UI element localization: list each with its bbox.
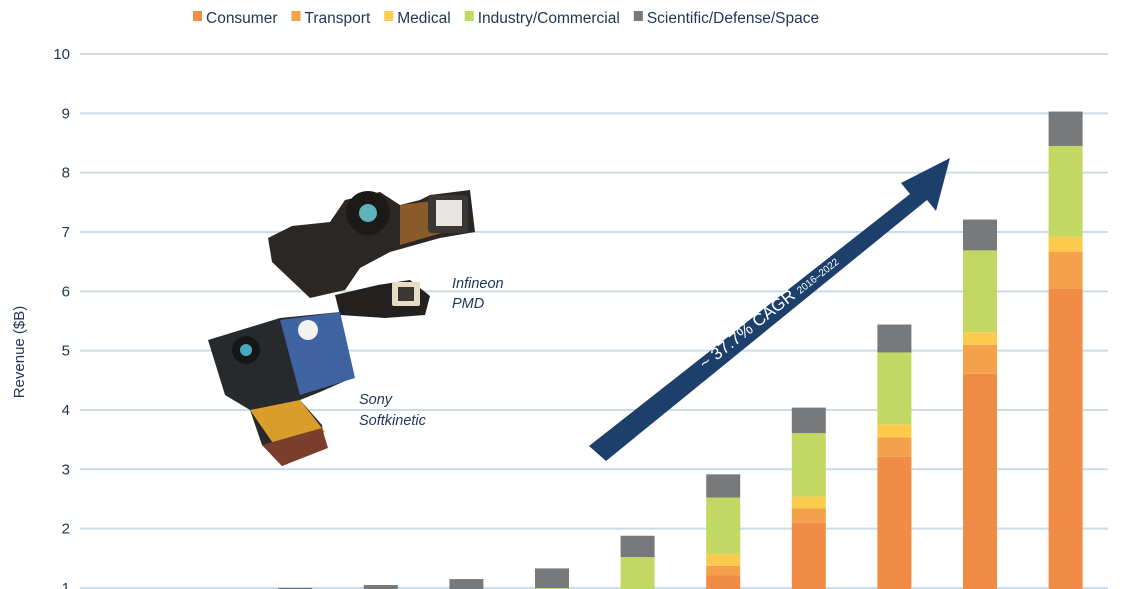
y-tick-label: 6 bbox=[62, 283, 70, 300]
bar-medical bbox=[877, 424, 912, 438]
legend-label: Scientific/Defense/Space bbox=[647, 10, 819, 27]
bars bbox=[278, 111, 1083, 589]
bar-scientific-defense-space bbox=[706, 474, 741, 498]
bar-industry-commercial bbox=[877, 352, 912, 425]
bar-consumer bbox=[963, 373, 997, 589]
bar-stack bbox=[278, 587, 313, 589]
bar-transport bbox=[706, 565, 741, 576]
legend-item: Medical bbox=[384, 10, 451, 27]
bar-scientific-defense-space bbox=[363, 585, 398, 589]
legend-label: Consumer bbox=[206, 10, 278, 27]
legend-swatch bbox=[291, 11, 301, 21]
bar-stack bbox=[620, 535, 655, 589]
legend-label: Transport bbox=[305, 10, 371, 27]
legend-swatch bbox=[384, 11, 394, 21]
y-tick-label: 2 bbox=[62, 521, 70, 538]
cagr-value: ~ 37.7% CAGR bbox=[696, 286, 799, 374]
y-axis-ticks: 1 2 3 4 5 6 7 8 9 10 bbox=[53, 46, 70, 589]
bar-consumer bbox=[877, 456, 912, 589]
bar-industry-commercial bbox=[963, 250, 997, 333]
y-tick-label: 4 bbox=[62, 402, 70, 419]
y-tick-label: 7 bbox=[62, 224, 70, 241]
legend-swatch bbox=[633, 11, 643, 21]
bar-medical bbox=[706, 553, 741, 566]
y-tick-label: 3 bbox=[62, 461, 70, 478]
bar-transport bbox=[1048, 251, 1083, 289]
legend-label: Industry/Commercial bbox=[478, 10, 620, 27]
bar-stack bbox=[791, 407, 826, 589]
infineon-label: Infineon bbox=[452, 276, 504, 292]
legend-item: Industry/Commercial bbox=[464, 10, 620, 27]
bar-stack bbox=[706, 474, 741, 589]
bar-scientific-defense-space bbox=[620, 535, 655, 558]
bar-stack bbox=[535, 568, 569, 589]
softkinetic-label: Softkinetic bbox=[359, 413, 427, 429]
bar-stack bbox=[1048, 111, 1083, 589]
legend: Consumer Transport Medical Industry/Commerc… bbox=[193, 10, 819, 27]
bar-transport bbox=[791, 508, 826, 523]
pmd-label: PMD bbox=[452, 296, 484, 312]
y-tick-label: 9 bbox=[62, 105, 70, 122]
bar-industry-commercial bbox=[535, 587, 569, 589]
bar-industry-commercial bbox=[791, 433, 826, 497]
y-tick-label: 8 bbox=[62, 165, 70, 182]
infineon-pmd-module-image bbox=[268, 190, 475, 318]
sony-label: Sony bbox=[359, 392, 393, 408]
y-tick-label: 10 bbox=[53, 46, 70, 63]
bar-consumer bbox=[1048, 288, 1083, 589]
bar-stack bbox=[449, 579, 484, 589]
legend-swatch bbox=[464, 11, 474, 21]
bar-consumer bbox=[791, 522, 826, 589]
bar-scientific-defense-space bbox=[278, 587, 313, 589]
bar-scientific-defense-space bbox=[791, 407, 826, 434]
bar-stack bbox=[963, 219, 997, 589]
bar-industry-commercial bbox=[1048, 145, 1083, 237]
bar-stack bbox=[877, 324, 912, 589]
bar-medical bbox=[1048, 236, 1083, 252]
legend-label: Medical bbox=[397, 10, 450, 27]
bar-scientific-defense-space bbox=[963, 219, 997, 251]
legend-item: Consumer bbox=[193, 10, 278, 27]
y-tick-label: 1 bbox=[62, 580, 70, 589]
legend-item: Transport bbox=[291, 10, 371, 27]
legend-item: Scientific/Defense/Space bbox=[633, 10, 819, 27]
bar-medical bbox=[963, 332, 997, 345]
y-axis-label: Revenue ($B) bbox=[11, 306, 28, 399]
y-tick-label: 5 bbox=[62, 343, 70, 360]
cagr-label: ~ 37.7% CAGR2016–2022 bbox=[696, 251, 843, 373]
cagr-arrow-shape bbox=[589, 158, 950, 461]
bar-industry-commercial bbox=[620, 557, 655, 589]
gridlines bbox=[80, 53, 1108, 589]
bar-industry-commercial bbox=[706, 497, 741, 554]
legend-swatch bbox=[193, 11, 202, 21]
bar-scientific-defense-space bbox=[449, 579, 484, 589]
sony-softkinetic-module-image bbox=[208, 312, 355, 466]
bar-stack bbox=[363, 585, 398, 589]
bar-medical bbox=[791, 496, 826, 509]
bar-transport bbox=[877, 437, 912, 457]
bar-transport bbox=[963, 344, 997, 374]
bar-scientific-defense-space bbox=[1048, 111, 1083, 146]
bar-consumer bbox=[706, 575, 741, 589]
bar-scientific-defense-space bbox=[877, 324, 912, 353]
bar-scientific-defense-space bbox=[535, 568, 569, 588]
